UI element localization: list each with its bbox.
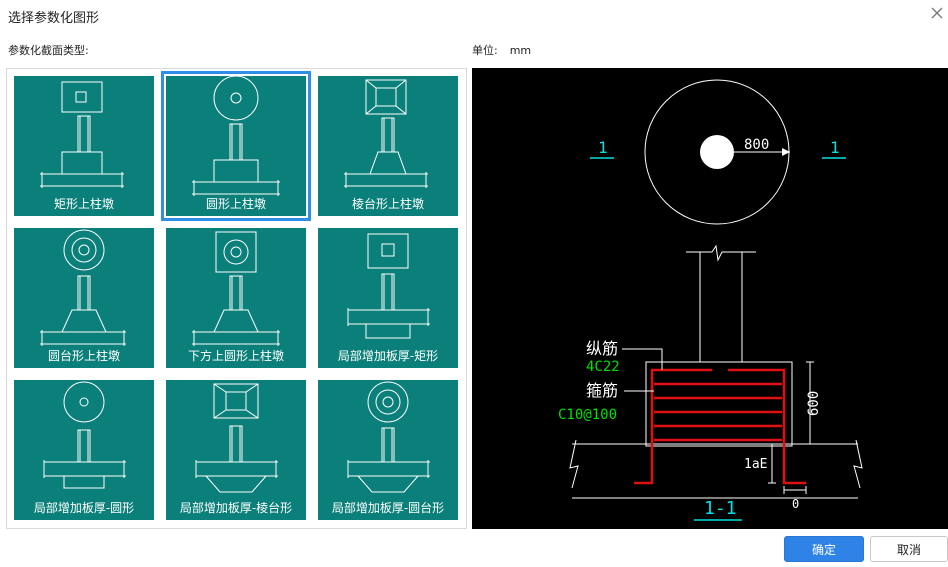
sq-base-circle-icon bbox=[192, 231, 280, 346]
section-mark-left: 1 bbox=[598, 138, 608, 157]
option-circle-pier[interactable]: 圆形上柱墩 bbox=[161, 71, 311, 221]
cone-pier-icon bbox=[40, 229, 126, 346]
option-frustum-pier[interactable]: 棱台形上柱墩 bbox=[318, 76, 458, 216]
option-label: 局部增加板厚-棱台形 bbox=[179, 501, 293, 515]
anchor-label: 1aE bbox=[744, 457, 767, 472]
thicken-rect-icon bbox=[347, 233, 430, 339]
shape-grid: 矩形上柱墩 圆形上柱墩 棱台形上柱墩 圆台形上柱墩 bbox=[6, 68, 467, 529]
thicken-circle-icon bbox=[43, 381, 126, 489]
radius-dim: 800 bbox=[744, 137, 769, 153]
section-type-label: 参数化截面类型: bbox=[8, 44, 89, 57]
unit-label: 单位: bbox=[472, 44, 498, 57]
unit-row: 单位: mm bbox=[472, 42, 531, 58]
thicken-frustum-icon bbox=[195, 383, 278, 493]
option-cone-pier[interactable]: 圆台形上柱墩 bbox=[14, 228, 154, 368]
close-icon[interactable] bbox=[930, 6, 944, 20]
unit-value: mm bbox=[509, 44, 532, 57]
thicken-cone-icon bbox=[347, 381, 430, 493]
option-sq-base-circle-pier[interactable]: 下方上圆形上柱墩 bbox=[166, 228, 306, 368]
frustum-pier-icon bbox=[344, 79, 428, 188]
option-thicken-frustum[interactable]: 局部增加板厚-棱台形 bbox=[166, 380, 306, 520]
height-dim: 600 bbox=[806, 391, 822, 416]
ok-button[interactable]: 确定 bbox=[784, 536, 864, 562]
rebar-group bbox=[634, 368, 806, 485]
option-rect-pier[interactable]: 矩形上柱墩 bbox=[14, 76, 154, 216]
stirrup-label: 箍筋 bbox=[586, 381, 618, 400]
option-label: 圆台形上柱墩 bbox=[47, 349, 120, 363]
bottom-dim: 0 bbox=[792, 497, 799, 511]
shape-preview: 800 1 1 600 1aE 0 bbox=[472, 68, 948, 529]
plan-column-dot bbox=[700, 135, 734, 169]
rect-pier-icon bbox=[40, 81, 124, 188]
option-label: 下方上圆形上柱墩 bbox=[187, 349, 284, 363]
window-title: 选择参数化图形 bbox=[8, 11, 100, 26]
option-label: 圆形上柱墩 bbox=[205, 197, 266, 211]
option-thicken-rect[interactable]: 局部增加板厚-矩形 bbox=[318, 228, 458, 368]
preview-drawing: 800 1 1 600 1aE 0 bbox=[558, 79, 863, 521]
section-title: 1-1 bbox=[704, 498, 737, 519]
section-mark-right: 1 bbox=[830, 138, 840, 157]
circle-pier-icon bbox=[192, 76, 280, 196]
option-thicken-cone[interactable]: 局部增加板厚-圆台形 bbox=[318, 380, 458, 520]
longitudinal-label: 纵筋 bbox=[586, 339, 618, 358]
option-label: 局部增加板厚-圆台形 bbox=[331, 501, 445, 515]
option-thicken-circle[interactable]: 局部增加板厚-圆形 bbox=[14, 380, 154, 520]
option-label: 局部增加板厚-圆形 bbox=[33, 501, 135, 515]
option-label: 局部增加板厚-矩形 bbox=[337, 349, 439, 363]
cancel-button[interactable]: 取消 bbox=[870, 536, 948, 562]
option-label: 棱台形上柱墩 bbox=[351, 197, 424, 211]
longitudinal-value: 4C22 bbox=[586, 359, 620, 375]
option-label: 矩形上柱墩 bbox=[53, 197, 114, 211]
stirrup-value: C10@100 bbox=[558, 407, 617, 423]
